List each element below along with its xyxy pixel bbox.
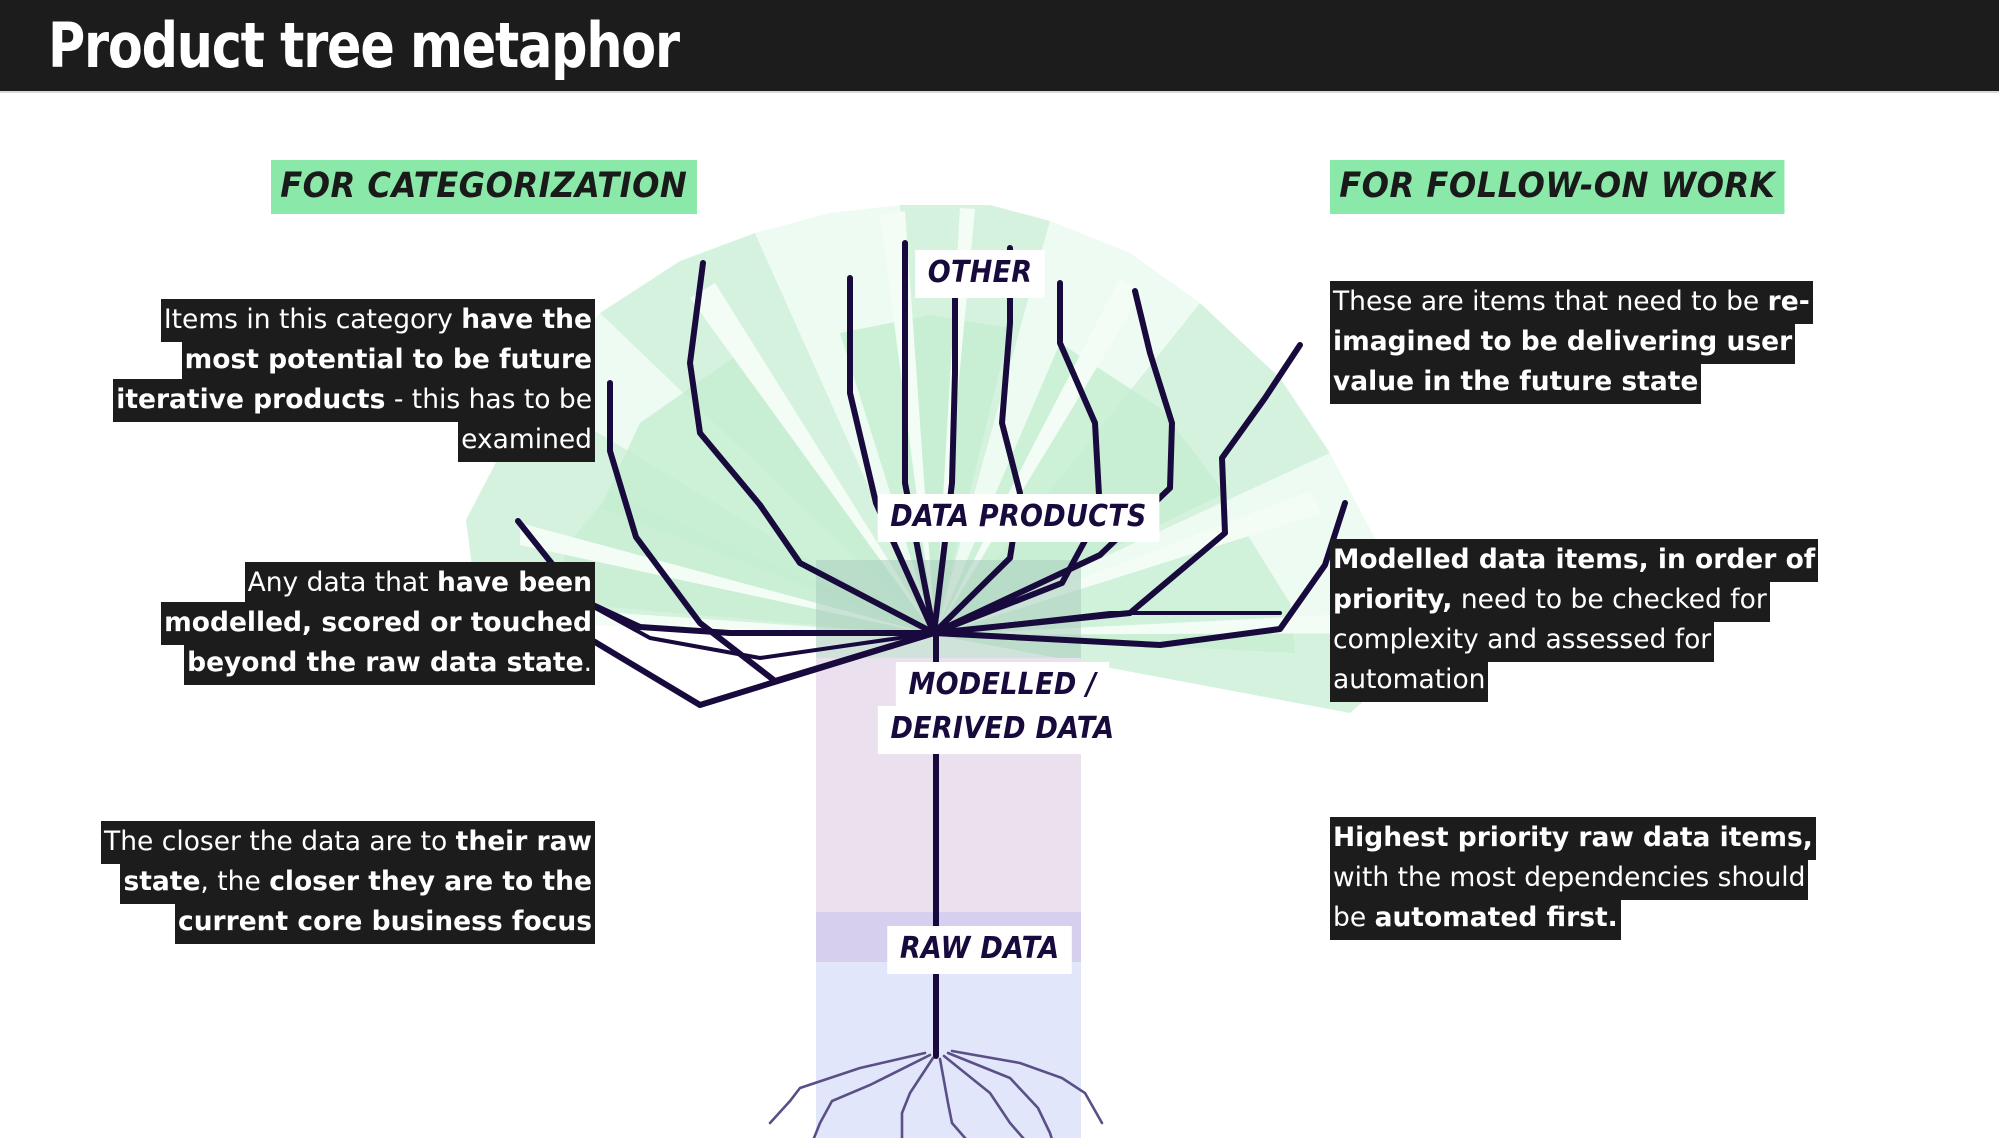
section-heading-follow-on-work: FOR FOLLOW-ON WORK — [1330, 160, 1785, 214]
canopy-wedge — [840, 315, 1010, 635]
root-line — [946, 1051, 1053, 1138]
branch-lines — [509, 240, 1348, 708]
tree-node-data-products: DATA PRODUCTS — [877, 494, 1160, 542]
annotation-follow-on-3: Highest priority raw data items, with th… — [1330, 817, 1830, 940]
trunk-bands — [816, 560, 1081, 1138]
branch — [847, 275, 937, 636]
branch — [931, 288, 1175, 636]
annotation-follow-on-2: Modelled data items, in order of priorit… — [1330, 539, 1830, 702]
canopy-ray — [690, 283, 935, 635]
page-title: Product tree metaphor — [48, 9, 680, 82]
canopy-ray — [935, 278, 1142, 635]
branch — [607, 380, 937, 684]
branch — [588, 603, 936, 660]
branch — [931, 245, 1023, 636]
annotation-categorization-3: The closer the data are to their raw sta… — [95, 821, 595, 944]
branch — [687, 260, 937, 636]
branch — [932, 611, 1282, 635]
annotation-categorization-2: Any data that have been modelled, scored… — [95, 562, 595, 685]
root-line — [950, 1049, 1104, 1125]
annotation-categorization-1: Items in this category have the most pot… — [95, 299, 595, 462]
root-line — [900, 1056, 935, 1138]
tree-node-raw-data: RAW DATA — [887, 926, 1072, 974]
tree-node-modelled-derived-data-line2: DERIVED DATA — [877, 706, 1128, 754]
root-line — [812, 1053, 932, 1138]
annotation-follow-on-1: These are items that need to be re-imagi… — [1330, 281, 1830, 404]
branch — [902, 240, 937, 636]
header-bar: Product tree metaphor — [0, 0, 1999, 93]
root-line — [768, 1051, 927, 1125]
branch — [931, 280, 1103, 636]
root-line — [942, 1054, 1025, 1138]
root-system — [768, 1049, 1104, 1138]
branch — [931, 250, 958, 636]
section-heading-categorization: FOR CATEGORIZATION — [271, 160, 697, 214]
root-line — [938, 1057, 967, 1138]
tree-node-other: OTHER — [915, 250, 1045, 298]
tree-node-modelled-derived-data-line1: MODELLED / — [895, 662, 1109, 710]
